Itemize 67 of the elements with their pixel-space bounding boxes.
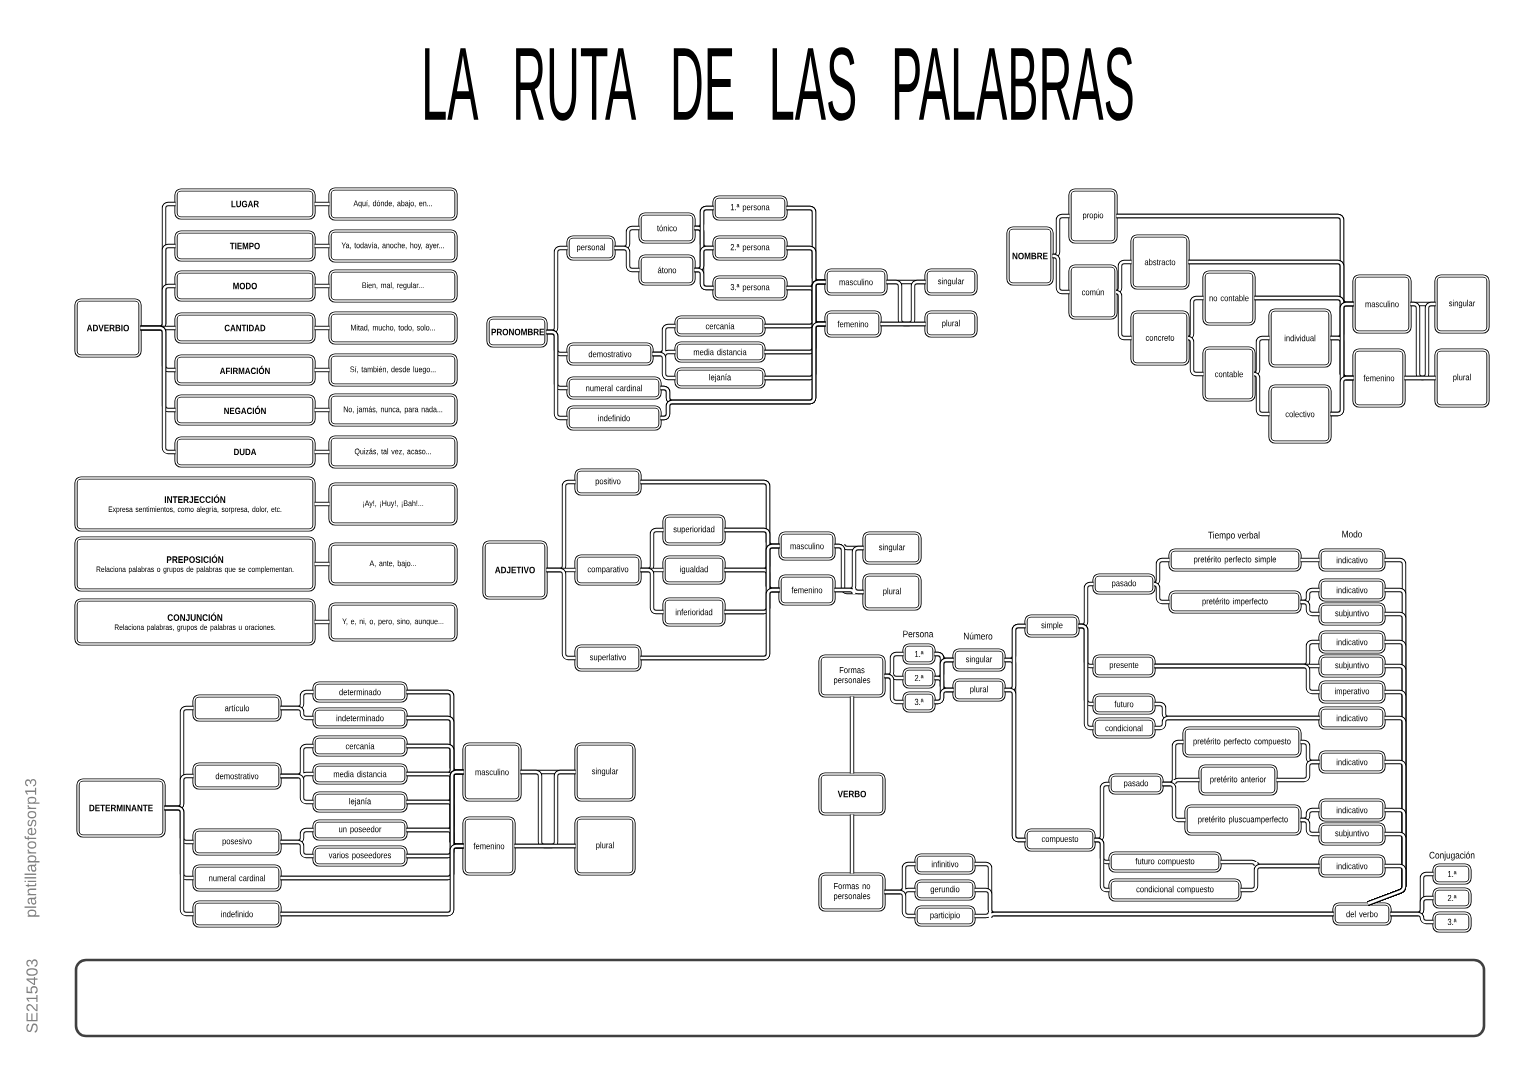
connector-line: [514, 843, 576, 849]
connector-line: [1094, 837, 1110, 893]
connector-line: [1078, 623, 1094, 731]
connector-line: [314, 243, 330, 249]
connector-line: [140, 325, 176, 455]
connector-line: [314, 619, 330, 625]
connector-line: [834, 585, 864, 597]
code-label: plantillaprofesorp13: [24, 778, 40, 917]
connector-line: [314, 449, 330, 455]
connector-line: [314, 201, 330, 207]
connector-line: [1185, 295, 1204, 341]
connector-line: [884, 651, 904, 679]
connector-line: [1330, 375, 1354, 417]
connector-line: [1051, 253, 1070, 295]
connector-line: [314, 561, 330, 567]
connector-line: [1151, 581, 1170, 605]
connector-line: [884, 673, 904, 705]
connector-line: [880, 321, 926, 327]
connector-line: [1300, 807, 1320, 823]
connector-line: [1276, 759, 1320, 783]
connector-line: [1185, 335, 1204, 377]
connector-line: [1151, 557, 1170, 587]
connector-line: [934, 687, 954, 705]
connector-line: [849, 814, 855, 874]
connector-line: [1004, 687, 1026, 843]
connector-line: [1300, 587, 1320, 605]
connector-line: [314, 501, 330, 507]
connector-line: [1154, 663, 1320, 695]
connector-line: [640, 587, 780, 661]
connector-line: [1162, 781, 1186, 823]
connector-line: [314, 283, 330, 289]
connector-line: [1154, 715, 1320, 731]
connector-line: [280, 773, 314, 805]
connector-line: [1113, 259, 1132, 295]
connector-line: [1300, 599, 1320, 617]
connector-line: [694, 267, 714, 291]
connector-line: [1300, 557, 1320, 563]
connector-line: [1078, 581, 1094, 629]
connector-line: [660, 321, 826, 421]
connector-line: [1390, 911, 1434, 925]
connector-line: [280, 839, 314, 859]
code-label: SE215403: [26, 959, 38, 1033]
connector-line: [1251, 335, 1270, 377]
connector-line: [280, 843, 464, 917]
connector-line: [884, 889, 916, 919]
title: LA RUTA DE LAS PALABRAS: [425, 47, 1133, 121]
connector-line: [164, 805, 194, 917]
connector-line: [1113, 289, 1132, 341]
connector-line: [974, 909, 1334, 921]
connector-line: [1051, 213, 1070, 259]
connector-line: [546, 329, 568, 421]
connector-line: [1367, 863, 1407, 906]
connector-line: [614, 245, 640, 273]
connector-line: [1251, 371, 1270, 417]
connector-line: [280, 705, 314, 721]
connector-line: [1300, 817, 1320, 837]
connector-line: [314, 407, 330, 413]
connector-line: [652, 351, 676, 381]
connector-line: [1404, 375, 1436, 381]
connector-line: [314, 367, 330, 373]
connector-line: [1094, 781, 1110, 843]
connector-line: [546, 567, 576, 661]
connector-line: [1240, 863, 1320, 893]
connector-line: [640, 567, 664, 615]
connector-line: [849, 696, 855, 774]
connector-line: [694, 245, 714, 273]
connector-line: [314, 325, 330, 331]
